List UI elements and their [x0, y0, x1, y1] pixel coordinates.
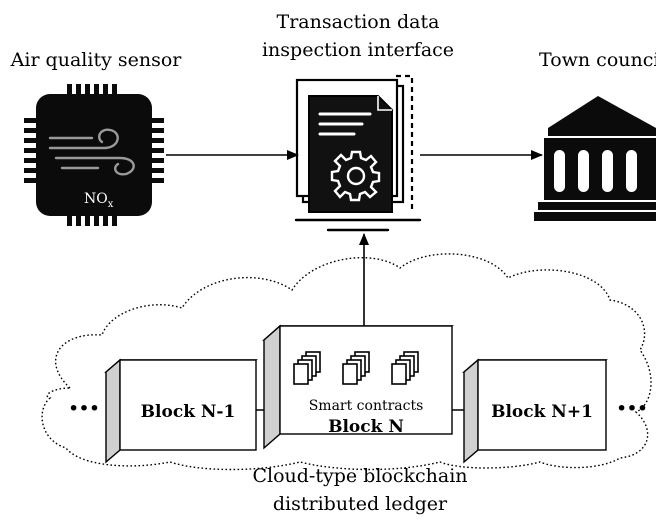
contract-doc-icon — [342, 351, 370, 385]
gear-icon — [330, 150, 381, 202]
ellipsis-right: ··· — [616, 391, 647, 426]
interface-base-lines — [294, 218, 422, 232]
sensor-chip-icon — [24, 84, 164, 226]
council-label: Town council — [539, 49, 656, 71]
cloud-label-line1: Cloud-type blockchain — [252, 465, 467, 487]
town-council-icon — [534, 96, 656, 221]
cloud-outline — [41, 253, 652, 471]
sensor-label: Air quality sensor — [10, 49, 183, 71]
smart-contract-icons — [293, 351, 419, 385]
document-stack-icon — [295, 74, 414, 213]
contract-doc-icon — [293, 351, 321, 385]
contract-doc-icon — [391, 351, 419, 385]
wind-icon — [48, 128, 135, 176]
chip-label: NOx — [84, 191, 114, 210]
block-next-label: Block N+1 — [491, 402, 593, 422]
smart-contracts-label: Smart contracts — [309, 398, 424, 414]
council-columns — [554, 150, 637, 192]
block-next — [462, 358, 608, 464]
ellipsis-left: ··· — [68, 391, 99, 426]
interface-label-line2: inspection interface — [262, 39, 454, 61]
block-prev — [104, 358, 258, 464]
block-prev-label: Block N-1 — [141, 402, 236, 422]
block-current-label: Block N — [328, 417, 404, 437]
interface-label-line1: Transaction data — [277, 11, 440, 33]
cloud-label-line2: distributed ledger — [273, 493, 448, 515]
